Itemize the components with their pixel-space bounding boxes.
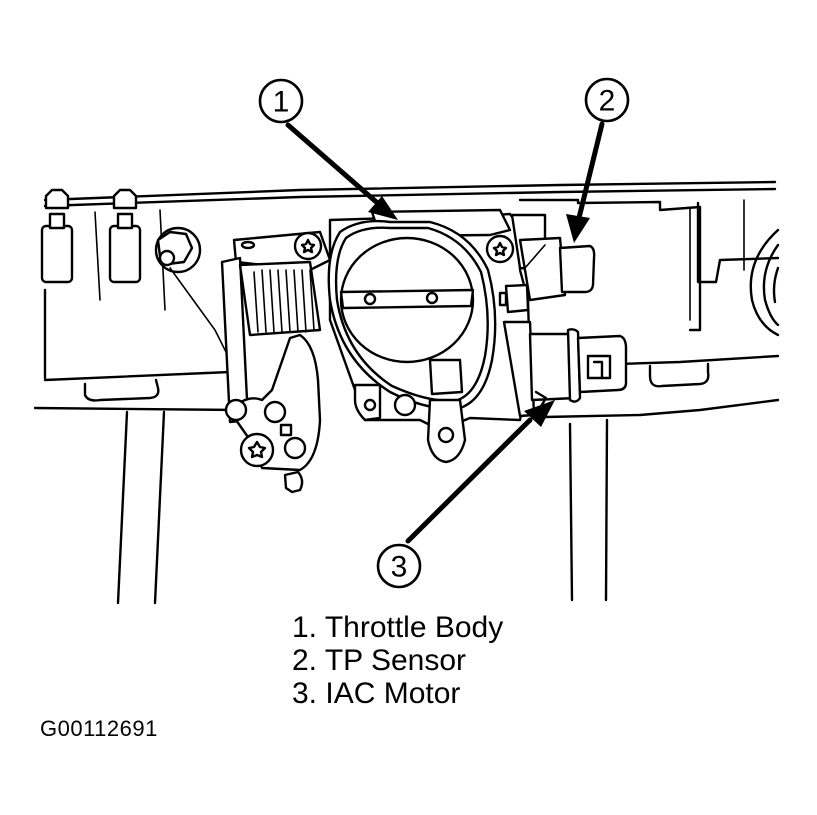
throttle-linkage [222, 232, 330, 492]
leader-line-2 [578, 124, 602, 222]
throttle-body [295, 210, 530, 462]
tp-sensor [500, 215, 594, 312]
leader-line-1 [288, 125, 382, 207]
return-spring [254, 270, 314, 332]
figure-id: G00112691 [40, 716, 158, 741]
iac-motor [504, 322, 626, 416]
callout-number-3: 3 [391, 551, 408, 584]
mounting-nut [156, 228, 230, 360]
legend-item-iac-motor: 3. IAC Motor [292, 677, 461, 710]
callout-2: 2 [566, 79, 628, 243]
leader-line-3 [408, 420, 530, 541]
support-legs [118, 412, 607, 603]
arrowhead-2 [566, 214, 590, 243]
manifold-bolts [42, 190, 140, 282]
callout-number-2: 2 [599, 85, 616, 118]
callout-3: 3 [378, 400, 555, 587]
legend-item-tp-sensor: 2. TP Sensor [292, 644, 466, 677]
parts-legend: 1. Throttle Body 2. TP Sensor 3. IAC Mot… [292, 611, 503, 710]
arrowhead-1 [368, 196, 398, 220]
callout-number-1: 1 [273, 86, 290, 119]
legend-item-throttle-body: 1. Throttle Body [292, 611, 504, 644]
manifold-port [751, 230, 778, 335]
arrowhead-3 [524, 400, 555, 427]
throttle-plate [341, 238, 473, 362]
callout-1: 1 [260, 80, 398, 220]
